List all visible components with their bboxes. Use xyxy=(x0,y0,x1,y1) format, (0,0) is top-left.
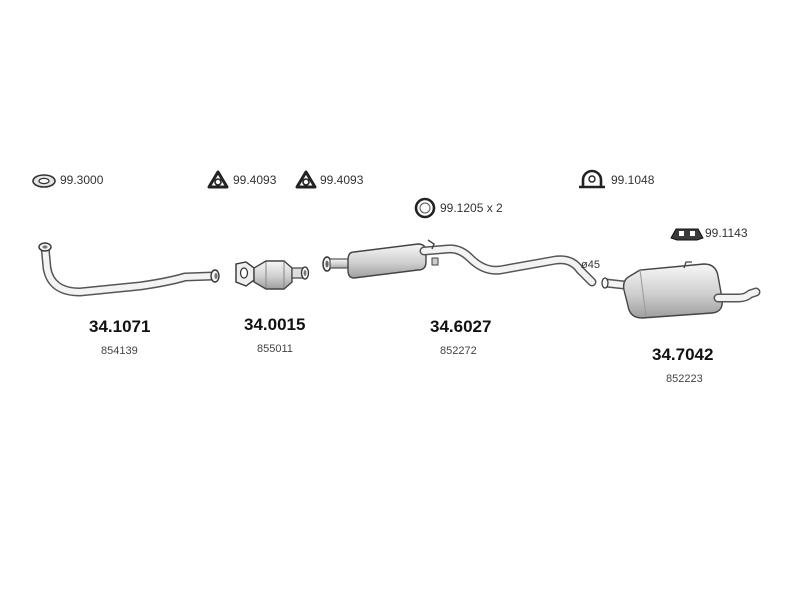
fitting-code-99-3000: 99.3000 xyxy=(60,173,104,187)
fitting-code-99-4093: 99.4093 xyxy=(233,173,277,187)
gasket-ring-icon[interactable] xyxy=(32,174,56,188)
rear-silencer-icon[interactable] xyxy=(601,261,761,319)
oem-number-854139: 854139 xyxy=(101,345,138,357)
oem-number-852223: 852223 xyxy=(666,373,703,385)
catalytic-converter-icon[interactable] xyxy=(235,260,310,290)
fitting-code-99-1048: 99.1048 xyxy=(611,173,655,187)
triangular-flange-gasket-icon[interactable] xyxy=(207,170,229,189)
fitting-code-99-4093: 99.4093 xyxy=(320,173,364,187)
rubber-mount-icon[interactable] xyxy=(670,228,704,241)
oem-number-855011: 855011 xyxy=(257,343,293,355)
middle-silencer-icon[interactable] xyxy=(322,239,597,287)
o-ring-icon[interactable] xyxy=(414,197,436,219)
triangular-flange-gasket-icon[interactable] xyxy=(295,170,317,189)
front-pipe-icon[interactable] xyxy=(38,242,220,297)
part-number-34-7042: 34.7042 xyxy=(652,345,714,364)
oem-number-852272: 852272 xyxy=(440,345,477,357)
part-number-34-0015: 34.0015 xyxy=(244,315,306,334)
diameter-label: ø45 xyxy=(581,259,600,271)
part-number-34-6027: 34.6027 xyxy=(430,317,492,336)
pipe-clamp-icon[interactable] xyxy=(579,169,605,189)
part-number-34-1071: 34.1071 xyxy=(89,317,151,336)
fitting-code-99-1205: 99.1205 x 2 xyxy=(440,201,503,215)
fitting-code-99-1143: 99.1143 xyxy=(705,226,748,240)
